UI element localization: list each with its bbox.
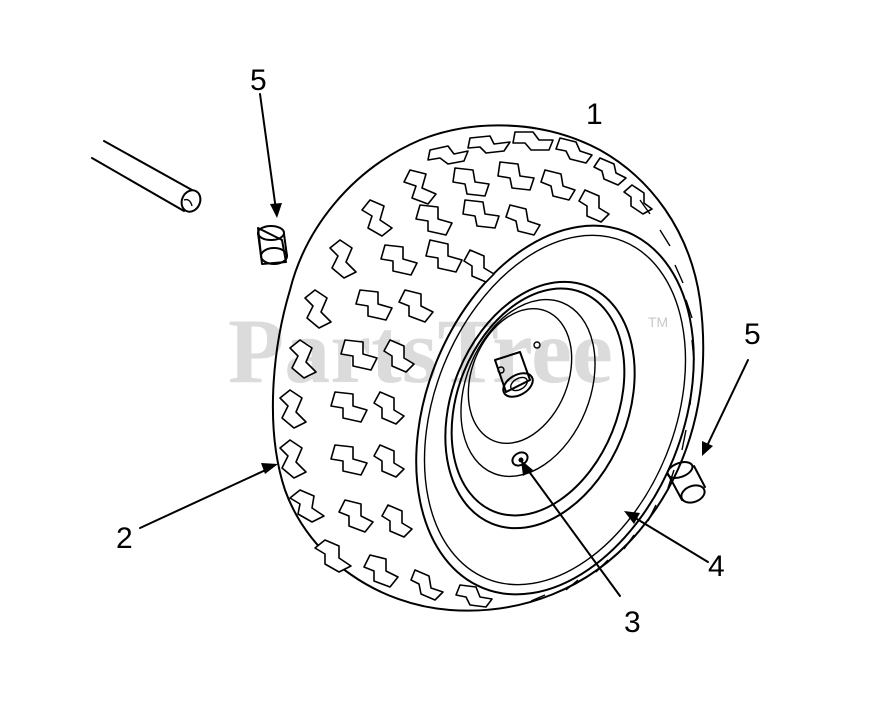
callout-2: 2	[116, 522, 133, 555]
callout-5-right: 5	[744, 318, 761, 351]
callout-3: 3	[624, 606, 641, 639]
axle-shaft	[91, 140, 202, 213]
callout-4: 4	[708, 550, 725, 583]
tire	[271, 124, 705, 612]
sidewall-edge	[530, 199, 695, 602]
callout-5-left: 5	[250, 64, 267, 97]
leader-lines	[139, 93, 749, 597]
callouts: 1 2 3 4 5 5	[116, 64, 761, 639]
bushing-right-part	[666, 461, 706, 504]
callout-1: 1	[586, 98, 603, 131]
watermark-trademark: TM	[648, 314, 668, 330]
bushing-left-part	[257, 225, 288, 265]
rim	[444, 280, 636, 530]
hub	[494, 341, 541, 398]
tread-pattern	[279, 131, 653, 608]
